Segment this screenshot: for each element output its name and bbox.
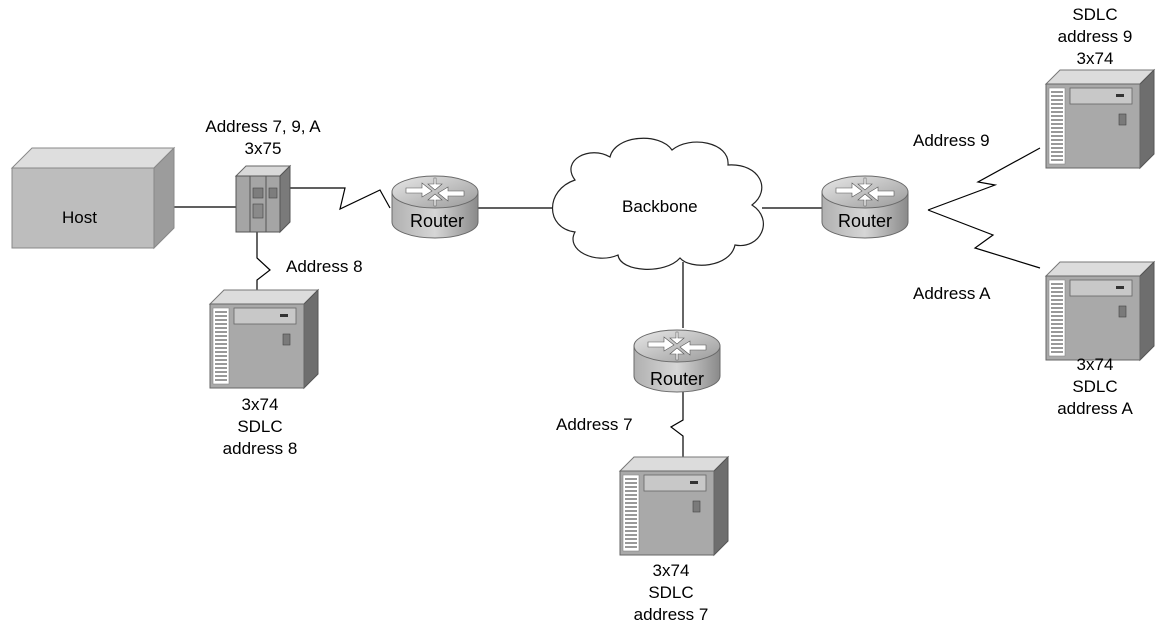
controller-8-label: 3x74 SDLC address 8 (223, 394, 298, 460)
controller-A-model: 3x74 (1076, 355, 1114, 374)
controller-7-address: address 7 (633, 605, 709, 624)
router-right-label: Router (838, 211, 893, 231)
fep-controller8-serial-link (256, 232, 271, 296)
router-controllerA-serial-link (927, 209, 1041, 269)
host-box (10, 146, 176, 250)
backbone-label: Backbone (622, 197, 698, 216)
link-label-addressA: Address A (913, 284, 991, 303)
router-controller9-serial-link (927, 147, 1041, 211)
controller-A-label: 3x74 SDLC address A (1057, 354, 1133, 420)
controller-9-icon (1045, 69, 1155, 169)
controller-A-protocol: SDLC (1072, 377, 1118, 396)
fep-address-line: Address 7, 9, A (205, 117, 321, 136)
router-controller7-serial-link (669, 392, 684, 460)
controller-9-label: SDLC address 9 3x74 (1058, 4, 1133, 70)
link-label-address9: Address 9 (913, 131, 990, 150)
fep-3x75-icon (234, 164, 292, 234)
fep-label: Address 7, 9, A 3x75 (205, 116, 320, 160)
controller-9-protocol: SDLC (1072, 5, 1118, 24)
controller-8-address: address 8 (222, 439, 298, 458)
fep-model-line: 3x75 (244, 139, 282, 158)
controller-8-model: 3x74 (241, 395, 279, 414)
fep-router-serial-link (285, 187, 391, 211)
host-label: Host (62, 208, 97, 227)
controller-9-address: address 9 (1057, 27, 1133, 46)
controller-8-protocol: SDLC (237, 417, 283, 436)
router-center-label: Router (650, 369, 705, 389)
controller-7-protocol: SDLC (648, 583, 694, 602)
controller-9-model: 3x74 (1076, 49, 1114, 68)
router-left-label: Router (410, 211, 465, 231)
link-label-address7: Address 7 (556, 415, 633, 434)
controller-7-icon (619, 456, 729, 556)
controller-8-icon (209, 289, 319, 389)
controller-A-icon (1045, 261, 1155, 361)
link-label-address8: Address 8 (286, 257, 363, 276)
controller-7-label: 3x74 SDLC address 7 (634, 560, 709, 626)
backbone-cloud (551, 137, 764, 270)
controller-A-address: address A (1057, 399, 1133, 418)
controller-7-model: 3x74 (652, 561, 690, 580)
